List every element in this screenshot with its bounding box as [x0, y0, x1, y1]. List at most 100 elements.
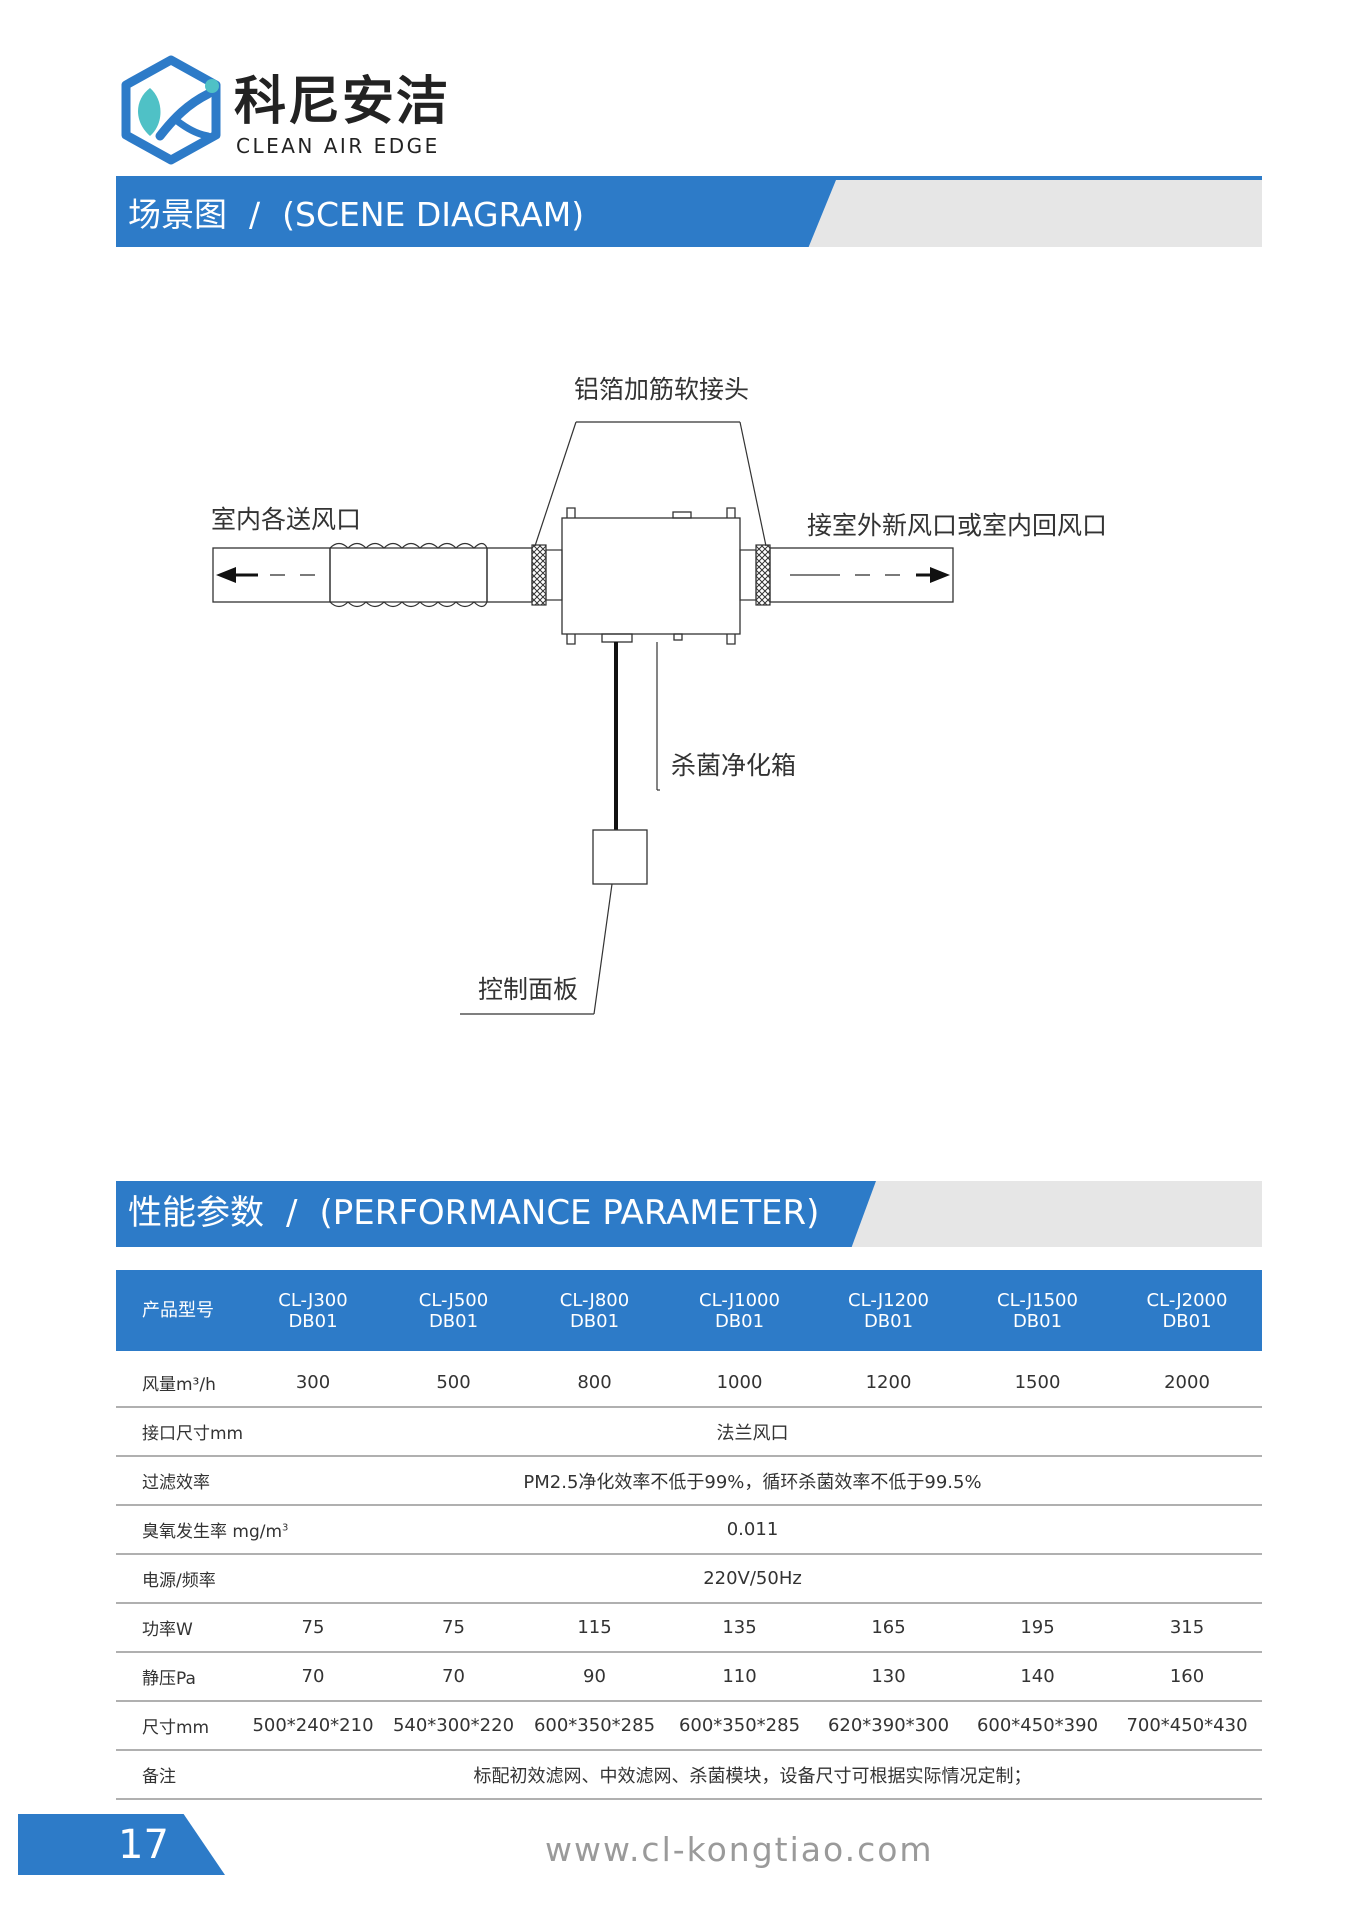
table-row-filtration: 过滤效率 PM2.5净化效率不低于99%，循环杀菌效率不低于99.5%: [116, 1456, 1262, 1506]
label-air-intake: 接室外新风口或室内回风口: [807, 511, 1108, 540]
table-cell: 700*450*430: [1112, 1701, 1262, 1751]
row-label-text: 臭氧发生率 mg/m: [142, 1522, 283, 1542]
section-header-accent: [116, 1181, 876, 1247]
table-cell: 195: [963, 1603, 1112, 1653]
section-title-slash: /: [286, 1193, 298, 1233]
table-cell: 1200: [814, 1351, 963, 1408]
table-cell: 1000: [665, 1351, 814, 1408]
section-header-params: 性能参数 / (PERFORMANCE PARAMETER): [116, 1181, 1262, 1247]
header-model-label: 产品型号: [116, 1270, 243, 1351]
page-number: 17: [118, 1822, 169, 1868]
section-title-slash: /: [249, 195, 261, 234]
row-label: 电源/频率: [116, 1554, 243, 1604]
table-cell: 130: [814, 1652, 963, 1702]
model-name: CL-J500: [418, 1289, 489, 1311]
table-cell-merged: 标配初效滤网、中效滤网、杀菌模块，设备尺寸可根据实际情况定制；: [243, 1750, 1262, 1800]
left-duct: [212, 542, 533, 608]
table-row-ozone: 臭氧发生率 mg/m3 0.011: [116, 1505, 1262, 1555]
table-cell: 315: [1112, 1603, 1262, 1653]
model-name: CL-J1000: [699, 1289, 780, 1311]
section-title-en: (PERFORMANCE PARAMETER): [319, 1193, 820, 1233]
purification-box: [561, 507, 741, 645]
table-row-static-pressure: 静压Pa 70 70 90 110 130 140 160: [116, 1652, 1262, 1702]
table-cell: 500: [383, 1351, 524, 1408]
table-cell: 70: [243, 1652, 383, 1702]
row-label: 静压Pa: [116, 1652, 243, 1702]
table-cell: 160: [1112, 1652, 1262, 1702]
control-panel-box: [592, 829, 648, 885]
table-cell: 600*450*390: [963, 1701, 1112, 1751]
left-flex-joint: [531, 544, 547, 606]
model-name: CL-J300: [278, 1289, 348, 1311]
model-variant: DB01: [569, 1310, 620, 1332]
table-cell: 600*350*285: [665, 1701, 814, 1751]
model-variant: DB01: [288, 1310, 338, 1332]
table-cell: 300: [243, 1351, 383, 1408]
joint-callout-lines: [534, 421, 767, 547]
model-name: CL-J2000: [1146, 1289, 1228, 1311]
table-cell: 75: [243, 1603, 383, 1653]
brand-logo: 科尼安洁 CLEAN AIR EDGE: [116, 54, 536, 166]
logo-mark-icon: [121, 55, 221, 165]
row-label: 功率W: [116, 1603, 243, 1653]
model-name: CL-J1500: [997, 1289, 1078, 1311]
table-cell: 540*300*220: [383, 1701, 524, 1751]
table-cell-merged: 220V/50Hz: [243, 1554, 1262, 1604]
table-cell: 620*390*300: [814, 1701, 963, 1751]
section-title-cn: 场景图: [128, 195, 227, 234]
table-cell: 800: [524, 1351, 665, 1408]
label-flex-joint: 铝箔加筋软接头: [574, 375, 750, 404]
model-variant: DB01: [1012, 1310, 1063, 1332]
row-label-superscript: 3: [282, 1522, 289, 1534]
model-variant: DB01: [1162, 1310, 1212, 1332]
model-variant: DB01: [714, 1310, 765, 1332]
supply-arrow-icon: [216, 567, 258, 583]
table-cell: 2000: [1112, 1351, 1262, 1408]
row-label: 尺寸mm: [116, 1701, 243, 1751]
table-cell: 75: [383, 1603, 524, 1653]
label-supply-outlet: 室内各送风口: [211, 505, 362, 534]
brand-name-en: CLEAN AIR EDGE: [236, 134, 440, 158]
table-cell: 115: [524, 1603, 665, 1653]
model-name: CL-J800: [559, 1289, 630, 1311]
row-label: 过滤效率: [116, 1456, 243, 1506]
label-control-panel: 控制面板: [478, 975, 579, 1004]
table-row-power: 功率W 75 75 115 135 165 195 315: [116, 1603, 1262, 1653]
section-title-en: (SCENE DIAGRAM): [282, 195, 585, 234]
section-header-accent: [116, 180, 836, 247]
table-row-remarks: 备注 标配初效滤网、中效滤网、杀菌模块，设备尺寸可根据实际情况定制；: [116, 1750, 1262, 1800]
row-label: 接口尺寸mm: [116, 1407, 243, 1457]
table-cell: 1500: [963, 1351, 1112, 1408]
table-cell: 600*350*285: [524, 1701, 665, 1751]
diagram-drawing: [212, 421, 954, 1015]
right-flex-joint: [755, 544, 771, 606]
table-cell: 90: [524, 1652, 665, 1702]
table-row-power-supply: 电源/频率 220V/50Hz: [116, 1554, 1262, 1604]
table-cell-merged: 法兰风口: [243, 1407, 1262, 1457]
table-cell: 165: [814, 1603, 963, 1653]
model-variant: DB01: [863, 1310, 914, 1332]
table-cell-merged: PM2.5净化效率不低于99%，循环杀菌效率不低于99.5%: [243, 1456, 1262, 1506]
section-title-cn: 性能参数: [128, 1193, 264, 1233]
table-row-dimensions: 尺寸mm 500*240*210 540*300*220 600*350*285…: [116, 1701, 1262, 1751]
footer-website-link[interactable]: www.cl-kongtiao.com: [545, 1830, 934, 1869]
section-title-scene: 场景图 / (SCENE DIAGRAM): [128, 198, 584, 231]
row-label: 备注: [116, 1750, 243, 1800]
brand-name-cn: 科尼安洁: [234, 72, 451, 132]
scene-diagram: 铝箔加筋软接头 室内各送风口 接室外新风口或室内回风口 杀菌净化箱 控制面板: [0, 360, 1361, 1060]
table-cell: 70: [383, 1652, 524, 1702]
section-header-scene: 场景图 / (SCENE DIAGRAM): [116, 176, 1262, 247]
table-row-airflow: 风量m³/h 300 500 800 1000 1200 1500 2000: [116, 1351, 1262, 1408]
row-label: 臭氧发生率 mg/m3: [116, 1505, 288, 1555]
right-duct: [769, 547, 954, 603]
table-row-interface: 接口尺寸mm 法兰风口: [116, 1407, 1262, 1457]
table-cell: 140: [963, 1652, 1112, 1702]
model-variant: DB01: [428, 1310, 479, 1332]
